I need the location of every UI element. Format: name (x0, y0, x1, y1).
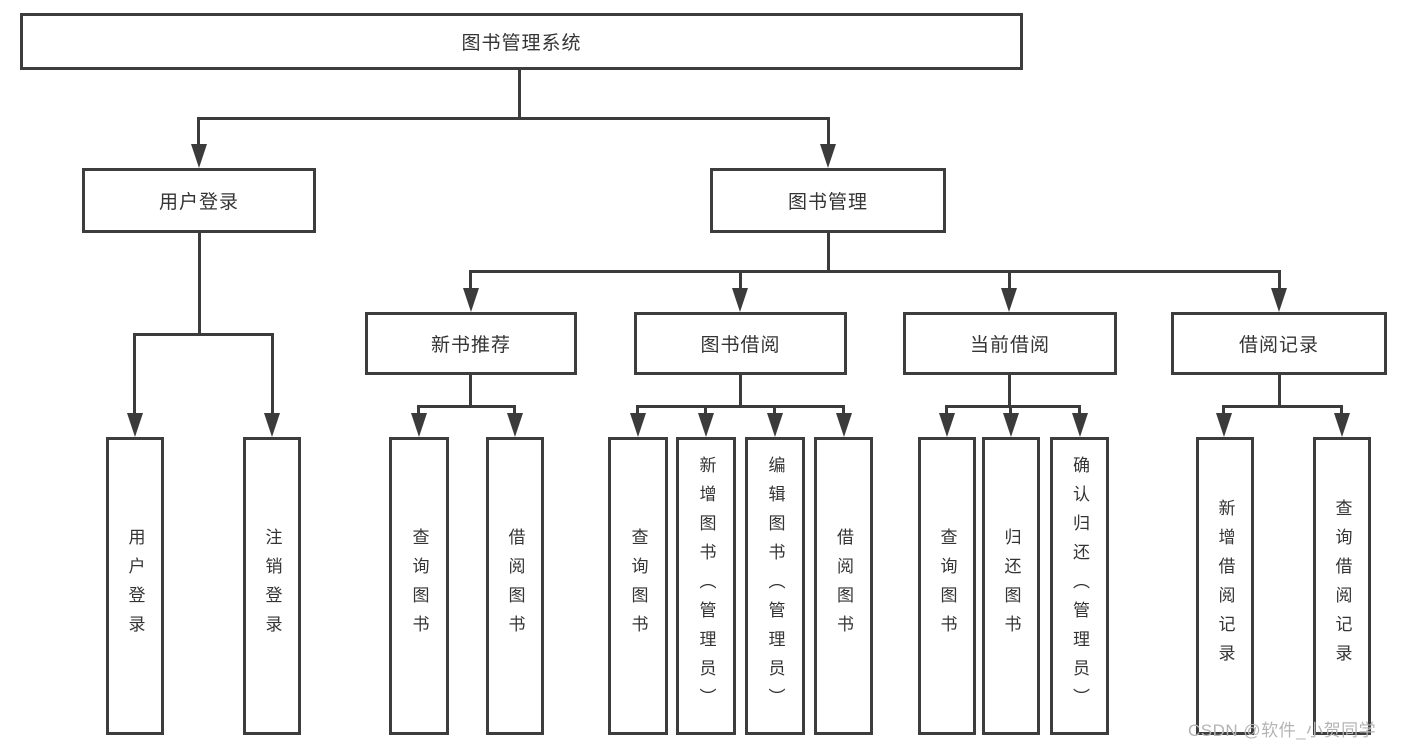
connector-borrow-drop-3 (773, 405, 776, 417)
node-leaf-logout: 注销登录 (243, 437, 301, 735)
node-user-login-label: 用户登录 (158, 192, 239, 213)
connector-arrow-confirm-return-admin (1072, 413, 1088, 437)
connector-root-hline (197, 117, 830, 120)
node-book-management-label: 图书管理 (787, 192, 868, 213)
node-borrowing-records: 借阅记录 (1171, 312, 1387, 375)
connector-arrow-borrowing-records (1271, 288, 1287, 312)
node-leaf-add-books-admin: 新增图书（管理员） (676, 437, 736, 735)
connector-mgmt-drop-1 (469, 270, 472, 292)
node-current-borrowing-label: 当前借阅 (969, 335, 1050, 356)
node-leaf-query-books-current: 查询图书 (918, 437, 976, 735)
connector-mgmt-stem (827, 233, 830, 273)
connector-userlogin-drop-2 (271, 333, 274, 415)
connector-current-drop-3 (1078, 405, 1081, 417)
connector-record-stem (1278, 375, 1281, 408)
node-book-borrowing-label: 图书借阅 (700, 335, 781, 356)
connector-record-drop-2 (1340, 405, 1343, 417)
node-library-system: 图书管理系统 (20, 13, 1023, 70)
node-leaf-query-books-current-label: 查询图书 (937, 528, 957, 644)
connector-borrow-hline (636, 405, 845, 408)
node-leaf-add-books-admin-label: 新增图书（管理员） (696, 455, 716, 717)
node-leaf-user-login-label: 用户登录 (125, 528, 145, 644)
node-leaf-user-login: 用户登录 (106, 437, 164, 735)
node-new-book-recommend: 新书推荐 (365, 312, 577, 375)
connector-mgmt-hline (469, 270, 1281, 273)
node-leaf-query-borrow-record: 查询借阅记录 (1313, 437, 1371, 735)
connector-root-stem (518, 69, 521, 120)
connector-arrow-new-book-recommend (463, 288, 479, 312)
node-leaf-add-borrow-record: 新增借阅记录 (1196, 437, 1254, 735)
connector-arrow-add-borrow-record (1216, 413, 1232, 437)
connector-arrow-query-borrow-record (1334, 413, 1350, 437)
node-leaf-query-borrow-record-label: 查询借阅记录 (1332, 499, 1352, 673)
connector-arrow-query-books-borrowing (630, 413, 646, 437)
connector-arrow-borrow-books (836, 413, 852, 437)
node-leaf-borrow-books-recommend-label: 借阅图书 (505, 528, 525, 644)
node-current-borrowing: 当前借阅 (903, 312, 1117, 375)
connector-arrow-query-books-recommend (411, 413, 427, 437)
node-leaf-return-books: 归还图书 (982, 437, 1040, 735)
connector-arrow-user-login (191, 144, 207, 168)
node-book-borrowing: 图书借阅 (634, 312, 847, 375)
node-leaf-borrow-books: 借阅图书 (814, 437, 873, 735)
connector-record-drop-1 (1222, 405, 1225, 417)
node-leaf-borrow-books-label: 借阅图书 (834, 528, 853, 644)
node-leaf-return-books-label: 归还图书 (1001, 528, 1021, 644)
node-leaf-query-books-borrowing-label: 查询图书 (628, 528, 648, 644)
connector-arrow-borrow-books-recommend (507, 413, 523, 437)
node-leaf-logout-label: 注销登录 (262, 528, 282, 644)
connector-userlogin-hline (133, 333, 274, 336)
connector-arrow-current-borrowing (1001, 288, 1017, 312)
connector-newrec-hline (417, 405, 516, 408)
node-leaf-confirm-return-admin: 确认归还（管理员） (1050, 437, 1109, 735)
connector-borrow-stem (739, 375, 742, 408)
node-leaf-edit-books-admin-label: 编辑图书（管理员） (765, 455, 785, 717)
csdn-watermark: CSDN @软件_小贺同学 (1188, 721, 1377, 740)
node-leaf-edit-books-admin: 编辑图书（管理员） (745, 437, 805, 735)
connector-borrow-drop-4 (842, 405, 845, 417)
connector-arrow-book-management (820, 144, 836, 168)
node-borrowing-records-label: 借阅记录 (1238, 335, 1319, 356)
connector-arrow-return-books (1003, 413, 1019, 437)
connector-mgmt-drop-2 (739, 270, 742, 292)
connector-record-hline (1222, 405, 1343, 408)
node-library-system-label: 图书管理系统 (461, 33, 582, 54)
node-leaf-query-books-borrowing: 查询图书 (608, 437, 668, 735)
connector-userlogin-drop-1 (133, 333, 136, 415)
node-leaf-query-books-recommend-label: 查询图书 (409, 528, 429, 644)
connector-newrec-stem (469, 375, 472, 408)
connector-root-left-drop (197, 117, 200, 147)
node-leaf-borrow-books-recommend: 借阅图书 (486, 437, 544, 735)
connector-arrow-edit-books-admin (767, 413, 783, 437)
connector-borrow-drop-1 (636, 405, 639, 417)
connector-arrow-query-books-current (939, 413, 955, 437)
node-leaf-query-books-recommend: 查询图书 (389, 437, 449, 735)
connector-mgmt-drop-4 (1278, 270, 1281, 292)
connector-current-drop-2 (1009, 405, 1012, 417)
connector-current-hline (945, 405, 1081, 408)
connector-arrow-leaf-user-login (127, 413, 143, 437)
node-new-book-recommend-label: 新书推荐 (430, 335, 511, 356)
node-user-login: 用户登录 (82, 168, 316, 233)
connector-current-stem (1008, 375, 1011, 408)
connector-arrow-book-borrowing (732, 288, 748, 312)
node-leaf-confirm-return-admin-label: 确认归还（管理员） (1070, 455, 1089, 717)
connector-current-drop-1 (945, 405, 948, 417)
node-leaf-add-borrow-record-label: 新增借阅记录 (1215, 499, 1235, 673)
connector-borrow-drop-2 (704, 405, 707, 417)
connector-newrec-drop-2 (513, 405, 516, 417)
node-book-management: 图书管理 (710, 168, 946, 233)
connector-userlogin-stem (198, 233, 201, 336)
connector-mgmt-drop-3 (1008, 270, 1011, 292)
connector-root-right-drop (827, 117, 830, 147)
connector-arrow-leaf-logout (264, 413, 280, 437)
connector-newrec-drop-1 (417, 405, 420, 417)
connector-arrow-add-books-admin (698, 413, 714, 437)
